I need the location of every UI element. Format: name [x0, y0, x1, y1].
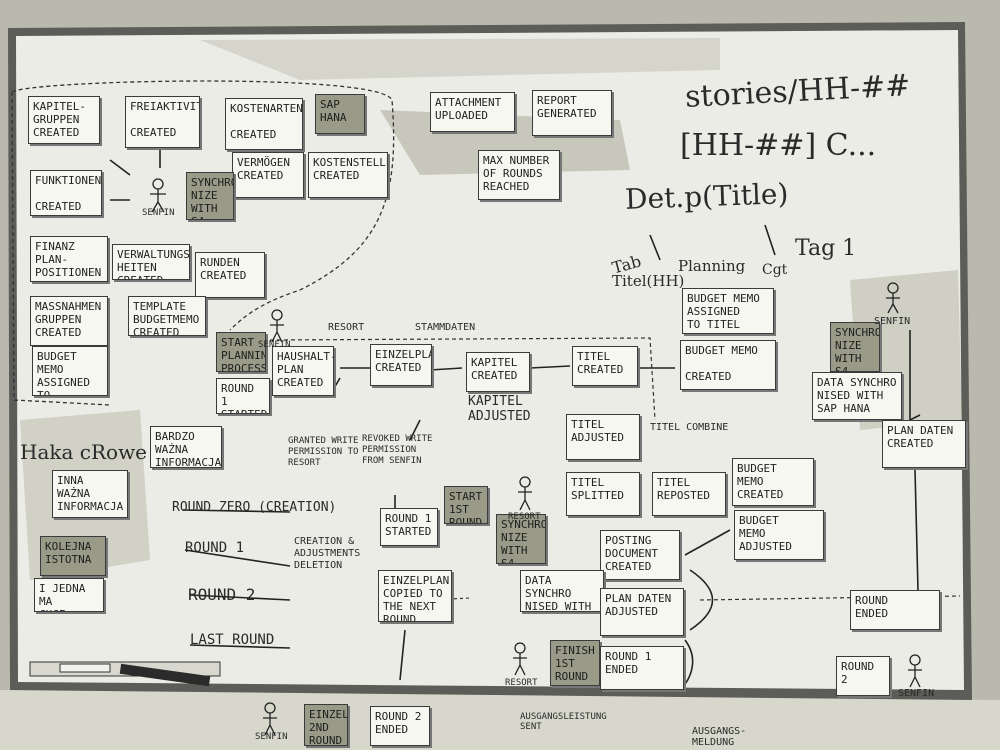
sticky-note-synchro3: SYNCHRO NIZE WITH S4 HANA — [496, 514, 546, 564]
sticky-note-round2ended: ROUND 2 ENDED — [370, 706, 430, 746]
revoked-label: REVOKED WRITE PERMISSION FROM SENFIN — [362, 434, 433, 466]
sticky-note-finanzplan: FINANZ PLAN- POSITIONEN CREATED — [30, 236, 108, 282]
sticky-note-budgetmemo1: BUDGET MEMO ASSIGNED TO MASSNAHMEN GRUPP… — [32, 346, 108, 396]
sticky-note-bardzonote: BARDZO WAŻNA INFORMACJA — [150, 426, 222, 468]
sticky-note-budgetassigned: BUDGET MEMO ASSIGNED TO TITEL — [682, 288, 774, 334]
sticky-note-einzelcopied: EINZELPLAN COPIED TO THE NEXT ROUND — [378, 570, 452, 622]
sticky-note-vermoegen: VERMÖGEN CREATED — [232, 152, 304, 198]
sticky-note-kostenarten: KOSTENARTEN CREATED — [225, 98, 303, 150]
sticky-note-freiaktivitaeten: FREIAKTIVITÄTEN CREATED — [125, 96, 200, 148]
senfin-figure-3 — [886, 282, 900, 314]
sticky-note-budgetmemo2: BUDGET MEMO CREATED — [680, 340, 776, 390]
sticky-note-inna: INNA WAŻNA INFORMACJA — [52, 470, 128, 518]
sticky-note-maxrounds: MAX NUMBER OF ROUNDS REACHED — [478, 150, 560, 200]
sticky-note-synchro1: SYNCHRO NIZE WITH S4 HANA — [186, 172, 234, 220]
sticky-note-attachment: ATTACHMENT UPLOADED — [430, 92, 515, 132]
resort-figure-2 — [513, 642, 527, 676]
round-2-label: ROUND 2 — [188, 585, 256, 604]
sticky-note-plandaten1: PLAN DATEN CREATED — [882, 420, 966, 468]
sticky-note-kostenstellen: KOSTENSTELLEN CREATED — [308, 152, 388, 198]
sticky-note-s4hana: SAP HANA — [315, 94, 365, 134]
senfin-actor-label-3: SENFIN — [874, 316, 911, 327]
last-round-label: LAST ROUND — [190, 632, 275, 648]
sticky-note-synchro2: SYNCHRO NIZE WITH S4 HANA — [830, 322, 880, 372]
sticky-note-haushalt: HAUSHALT- PLAN CREATED — [272, 346, 334, 396]
senfin-figure-5 — [263, 702, 277, 736]
sticky-note-kolejna: KOLEJNA ISTOTNA — [40, 536, 106, 576]
sticky-note-datasynced: DATA SYNCHRO NISED WITH SAP HANA — [812, 372, 902, 420]
senfin-figure-1 — [150, 178, 166, 213]
senfin-actor-label-4: SENFIN — [898, 688, 935, 699]
sticky-note-kapitelgruppen: KAPITEL- GRUPPEN CREATED — [28, 96, 100, 144]
granted-label: GRANTED WRITE PERMISSION TO RESORT — [288, 436, 359, 468]
resort-actor-label-2: RESORT — [505, 678, 538, 688]
sticky-note-round1started2: ROUND 1 STARTED — [380, 508, 438, 546]
creation-adjustments-label: CREATION & ADJUSTMENTS DELETION — [294, 536, 361, 571]
hh-heading: [HH-##] C... — [680, 128, 877, 163]
senfin-actor-label-5: SENFIN — [255, 732, 288, 742]
sticky-note-report: REPORT GENERATED — [532, 90, 612, 136]
haka-label: Haka cRowe — [20, 440, 148, 464]
resort-label: RESORT — [328, 322, 365, 333]
tag-label: Tag 1 — [795, 236, 857, 261]
kapitel-adjusted-label: KAPITEL ADJUSTED — [468, 394, 531, 424]
sticky-note-einzel2nd: EINZEL 2ND ROUND — [304, 704, 348, 746]
planning-label: Planning — [678, 257, 746, 275]
sticky-note-einzelplan: EINZELPLAN CREATED — [370, 344, 432, 386]
ausgangs1-label: AUSGANGSLEISTUNG SENT — [520, 712, 607, 732]
sticky-note-kapitel: KAPITEL CREATED — [466, 352, 530, 392]
sticky-note-start1st: START 1ST ROUND — [444, 486, 488, 524]
sticky-note-round2: ROUND 2 — [836, 656, 890, 696]
senfin-figure-2 — [270, 309, 284, 343]
resort-actor-label-1: RESORT — [508, 512, 541, 522]
sticky-note-titel: TITEL CREATED — [572, 346, 638, 386]
ausgangs2-label: AUSGANGS-MELDUNG — [692, 726, 747, 748]
sticky-note-verwaltung: VERWALTUNGSEIN- HEITEN CREATED — [112, 244, 190, 280]
resort-figure-1 — [518, 476, 532, 511]
sticky-note-finish1st: FINISH 1ST ROUND — [550, 640, 600, 686]
sticky-note-datasync2: DATA SYNCHRO NISED WITH SAP HANA — [520, 570, 604, 612]
senfin-actor-label-2: SENFIN — [258, 340, 291, 350]
sticky-note-massnahmen: MASSNAHMEN GRUPPEN CREATED — [30, 296, 108, 346]
sticky-note-budgetcreated: BUDGET MEMO CREATED — [732, 458, 814, 506]
sticky-note-posting: POSTING DOCUMENT CREATED — [600, 530, 680, 580]
sticky-note-roundstarted: ROUND 1 STARTED — [216, 378, 270, 414]
sticky-note-roundended: ROUND ENDED — [850, 590, 940, 630]
sticky-note-runden: RUNDEN CREATED — [195, 252, 265, 298]
stammdaten-label: STAMMDATEN — [415, 322, 476, 333]
round-1-label: ROUND 1 — [185, 540, 245, 556]
sticky-note-funktionen: FUNKTIONEN CREATED — [30, 170, 102, 216]
sticky-note-round1ended: ROUND 1 ENDED — [600, 646, 684, 690]
titel-combine-label: TITEL COMBINE — [650, 422, 729, 433]
sticky-note-titelsplitted: TITEL SPLITTED — [566, 472, 640, 516]
sticky-note-budgetadjusted: BUDGET MEMO ADJUSTED — [734, 510, 824, 560]
detail-heading: Det.p(Title) — [624, 177, 789, 216]
sticky-note-titeladjusted: TITEL ADJUSTED — [566, 414, 640, 460]
sticky-note-titelreposted: TITEL REPOSTED — [652, 472, 726, 516]
round-zero-label: ROUND ZERO (CREATION) — [172, 500, 337, 515]
sticky-note-startplanning: START PLANNING PROCESS — [216, 332, 266, 372]
cgt-label: Cgt — [762, 262, 788, 278]
senfin-actor-label-1: SENFIN — [142, 208, 175, 218]
sticky-note-jednama: I JEDNA MA CHCE — [34, 578, 104, 612]
senfin-figure-4 — [908, 654, 922, 688]
titel-label: Titel(HH) — [612, 272, 685, 290]
sticky-note-plandaten2: PLAN DATEN ADJUSTED — [600, 588, 684, 636]
sticky-note-template: TEMPLATE BUDGETMEMO CREATED — [128, 296, 206, 336]
